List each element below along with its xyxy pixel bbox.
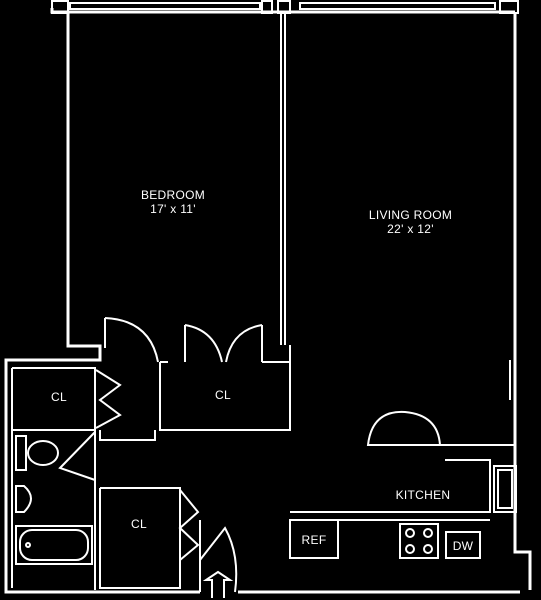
burner-3 xyxy=(405,544,415,554)
dishwasher-box xyxy=(445,531,481,559)
entry-door xyxy=(199,526,238,593)
dishwasher-label: DW xyxy=(452,539,474,553)
bath-door xyxy=(58,431,96,481)
closet-left-label: CL xyxy=(51,390,67,404)
interior-walls xyxy=(11,14,515,592)
column-nw xyxy=(51,0,69,14)
refrigerator-box xyxy=(289,519,339,559)
exterior-walls xyxy=(4,8,532,594)
kitchen-sink-basin xyxy=(497,469,513,509)
living-room-name: LIVING ROOM xyxy=(368,208,453,222)
doors xyxy=(58,317,442,593)
toilet-tank xyxy=(15,435,27,471)
closet-lower-walls xyxy=(99,487,181,589)
closet-mid-door-right-swing xyxy=(225,324,263,363)
bathtub xyxy=(15,525,93,565)
living-room-dims: 22' x 12' xyxy=(387,222,434,236)
kitchen-arch xyxy=(366,410,442,446)
living-room-label: LIVING ROOM 22' x 12' xyxy=(348,208,473,236)
refrigerator-label: REF xyxy=(301,533,327,547)
column-right xyxy=(277,0,291,14)
bathtub-drain xyxy=(25,542,31,548)
bath-fixtures xyxy=(15,435,93,565)
kitchen-sink xyxy=(493,465,517,513)
kitchen-fixtures xyxy=(289,465,517,559)
closet-left-door xyxy=(95,369,122,429)
bedroom-name: BEDROOM xyxy=(140,188,206,202)
stove xyxy=(399,523,439,559)
kitchen-counter-top xyxy=(290,459,491,513)
bathtub-inner xyxy=(19,529,89,561)
window-living xyxy=(299,2,496,10)
east-wall xyxy=(513,12,532,590)
burner-1 xyxy=(405,528,415,538)
closet-lower-label: CL xyxy=(131,517,147,531)
west-wall-lower xyxy=(4,335,200,594)
hall-wall xyxy=(99,430,156,441)
entry-arrow-icon xyxy=(202,570,234,598)
bedroom-dims: 17' x 11' xyxy=(150,202,196,216)
windows xyxy=(51,0,519,14)
north-wall xyxy=(50,8,70,335)
closet-mid-label: CL xyxy=(215,388,231,402)
column-left xyxy=(261,0,273,14)
toilet-bowl xyxy=(27,440,59,466)
bedroom-label: BEDROOM 17' x 11' xyxy=(118,188,228,216)
burner-4 xyxy=(423,544,433,554)
burner-2 xyxy=(423,528,433,538)
kitchen-label: KITCHEN xyxy=(395,488,451,502)
closet-mid-walls xyxy=(159,345,291,431)
window-bedroom xyxy=(69,2,261,10)
column-far-right xyxy=(499,0,519,14)
sink xyxy=(15,485,32,513)
closet-left-walls xyxy=(12,367,96,431)
bedroom-door-swing xyxy=(104,317,159,363)
closet-lower-door xyxy=(178,489,200,561)
closet-mid-door-left-swing xyxy=(184,324,223,363)
